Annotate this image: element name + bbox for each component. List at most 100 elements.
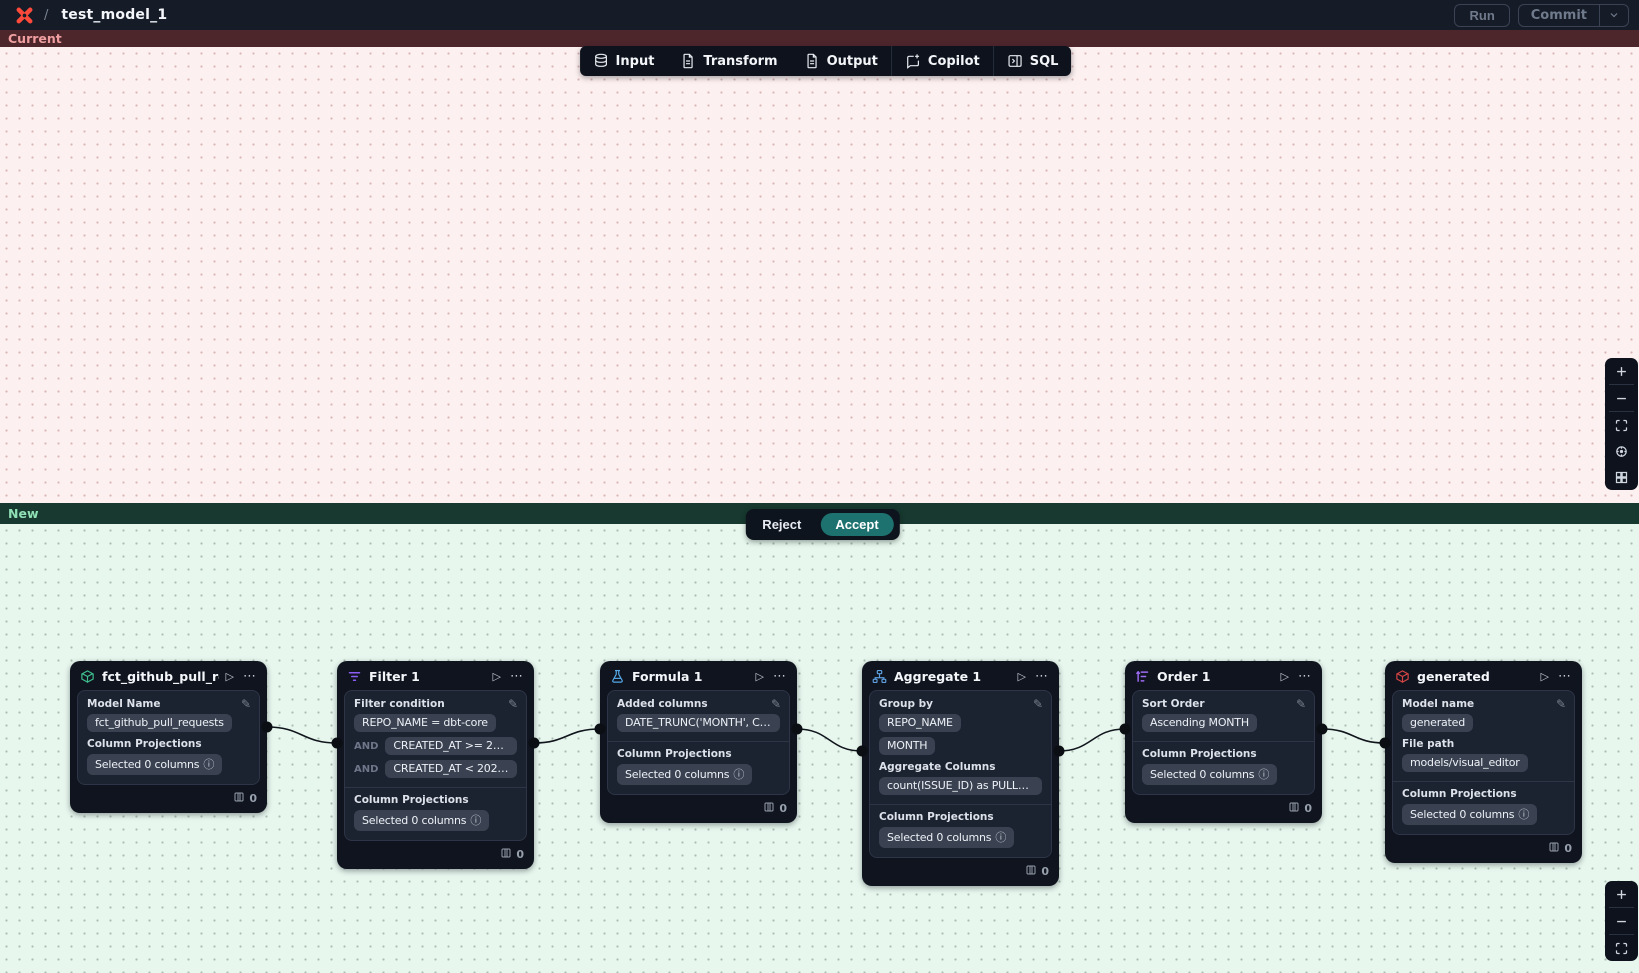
node-menu-icon[interactable]: ⋯ [510, 669, 524, 684]
model-name-chip[interactable]: fct_github_pull_requests [87, 714, 232, 732]
locate-target-button[interactable] [1605, 438, 1638, 464]
sort-order-chip[interactable]: Ascending MONTH [1142, 714, 1257, 732]
node-menu-icon[interactable]: ⋯ [773, 669, 787, 684]
edit-pencil-icon[interactable]: ✎ [770, 697, 781, 711]
file-path-chip[interactable]: models/visual_editor [1402, 754, 1528, 772]
sql-panel-button[interactable]: SQL [994, 46, 1072, 76]
copilot-button[interactable]: Copilot [892, 46, 993, 76]
current-banner-label: Current [8, 31, 62, 46]
side-panel-icon [1008, 55, 1022, 67]
new-banner-label: New [8, 506, 39, 521]
run-button[interactable]: Run [1454, 3, 1510, 27]
row-count: 0 [779, 802, 787, 815]
add-input-button[interactable]: Input [580, 46, 668, 76]
file-icon [683, 53, 694, 69]
info-icon[interactable]: ⓘ [1258, 768, 1270, 781]
node-card: ✎ Model name generated File path models/… [1392, 690, 1575, 835]
run-node-icon[interactable]: ▷ [225, 670, 234, 683]
commit-dropdown-button[interactable] [1599, 4, 1628, 26]
filter-condition-chip[interactable]: REPO_NAME = dbt-core [354, 714, 496, 732]
run-node-icon[interactable]: ▷ [1280, 670, 1289, 683]
node-menu-icon[interactable]: ⋯ [243, 669, 257, 684]
zoom-out-button[interactable] [1605, 908, 1638, 934]
current-canvas[interactable] [0, 47, 1639, 503]
edit-pencil-icon[interactable]: ✎ [1032, 697, 1043, 711]
accept-button[interactable]: Accept [820, 513, 894, 536]
node-menu-icon[interactable]: ⋯ [1298, 669, 1312, 684]
add-transform-button[interactable]: Transform [667, 46, 790, 76]
row-count: 0 [516, 848, 524, 861]
node-footer: 0 [600, 795, 797, 823]
fit-view-button[interactable] [1605, 412, 1638, 438]
field-label: Model name [1402, 698, 1475, 710]
node-aggregate-1[interactable]: Aggregate 1 ▷ ⋯ ✎ Group by REPO_NAME MON… [862, 661, 1059, 886]
zoom-in-button[interactable] [1605, 358, 1638, 384]
node-header[interactable]: Formula 1 ▷ ⋯ [600, 661, 797, 690]
node-header[interactable]: Order 1 ▷ ⋯ [1125, 661, 1322, 690]
tile-view-button[interactable] [1605, 464, 1638, 490]
info-icon[interactable]: ⓘ [995, 831, 1007, 844]
info-icon[interactable]: ⓘ [470, 814, 482, 827]
run-node-icon[interactable]: ▷ [1017, 670, 1026, 683]
node-title: fct_github_pull_requests [102, 669, 219, 684]
node-formula-1[interactable]: Formula 1 ▷ ⋯ ✎ Added columns DATE_TRUNC… [600, 661, 797, 823]
node-footer: 0 [862, 858, 1059, 886]
edit-pencil-icon[interactable]: ✎ [507, 697, 518, 711]
filter-condition-chip[interactable]: CREATED_AT >= 2024-12-01 [385, 737, 517, 755]
edit-pencil-icon[interactable]: ✎ [1555, 697, 1566, 711]
dbt-logo-icon[interactable] [14, 5, 35, 26]
info-icon[interactable]: ⓘ [1518, 808, 1530, 821]
commit-button-label[interactable]: Commit [1530, 7, 1587, 23]
reject-button[interactable]: Reject [749, 514, 814, 535]
info-icon[interactable]: ⓘ [203, 758, 215, 771]
node-header[interactable]: generated ▷ ⋯ [1385, 661, 1582, 690]
node-header[interactable]: Filter 1 ▷ ⋯ [337, 661, 534, 690]
group-by-chip[interactable]: REPO_NAME [879, 714, 961, 732]
zoom-out-button[interactable] [1605, 385, 1638, 411]
info-icon[interactable]: ⓘ [733, 768, 745, 781]
edit-pencil-icon[interactable]: ✎ [1295, 697, 1306, 711]
plus-icon [1617, 889, 1626, 899]
fit-view-button[interactable] [1605, 935, 1638, 961]
node-title: generated [1417, 669, 1490, 684]
run-node-icon[interactable]: ▷ [755, 670, 764, 683]
node-filter-1[interactable]: Filter 1 ▷ ⋯ ✎ Filter condition REPO_NAM… [337, 661, 534, 869]
commit-split-button[interactable]: Commit [1517, 3, 1629, 27]
add-output-button[interactable]: Output [791, 46, 891, 76]
node-menu-icon[interactable]: ⋯ [1558, 669, 1572, 684]
field-label: Filter condition [354, 698, 445, 710]
node-generated[interactable]: generated ▷ ⋯ ✎ Model name generated Fil… [1385, 661, 1582, 863]
flow-controls-new [1605, 881, 1638, 961]
aggregate-column-chip[interactable]: count(ISSUE_ID) as PULL_REQUEST_… [879, 777, 1042, 795]
node-header[interactable]: Aggregate 1 ▷ ⋯ [862, 661, 1059, 690]
zoom-in-button[interactable] [1605, 881, 1638, 907]
field-label: Column Projections [617, 748, 732, 760]
node-title: Order 1 [1157, 669, 1211, 684]
file-icon [807, 53, 817, 69]
node-header[interactable]: fct_github_pull_requests ▷ ⋯ [70, 661, 267, 690]
model-name-chip[interactable]: generated [1402, 714, 1474, 732]
toolbar-divider [992, 46, 994, 76]
minus-icon [1617, 397, 1626, 399]
group-by-chip[interactable]: MONTH [879, 737, 936, 755]
model-cube-icon [80, 669, 95, 684]
plus-icon [1617, 366, 1626, 376]
edit-pencil-icon[interactable]: ✎ [240, 697, 251, 711]
node-footer: 0 [70, 785, 267, 813]
run-node-icon[interactable]: ▷ [1540, 670, 1549, 683]
node-menu-icon[interactable]: ⋯ [1035, 669, 1049, 684]
node-fct-github-pull-requests[interactable]: fct_github_pull_requests ▷ ⋯ ✎ Model Nam… [70, 661, 267, 813]
node-order-1[interactable]: Order 1 ▷ ⋯ ✎ Sort Order Ascending MONTH… [1125, 661, 1322, 823]
added-column-chip[interactable]: DATE_TRUNC('MONTH', CREATED_AT… [617, 714, 780, 732]
run-node-icon[interactable]: ▷ [492, 670, 501, 683]
grid-icon [1615, 471, 1628, 483]
node-toolbar: Input Transform Output Copilot SQL [579, 46, 1072, 76]
filter-condition-chip[interactable]: CREATED_AT < 2025-03-01 [385, 760, 517, 778]
breadcrumb-separator: / [44, 7, 49, 23]
